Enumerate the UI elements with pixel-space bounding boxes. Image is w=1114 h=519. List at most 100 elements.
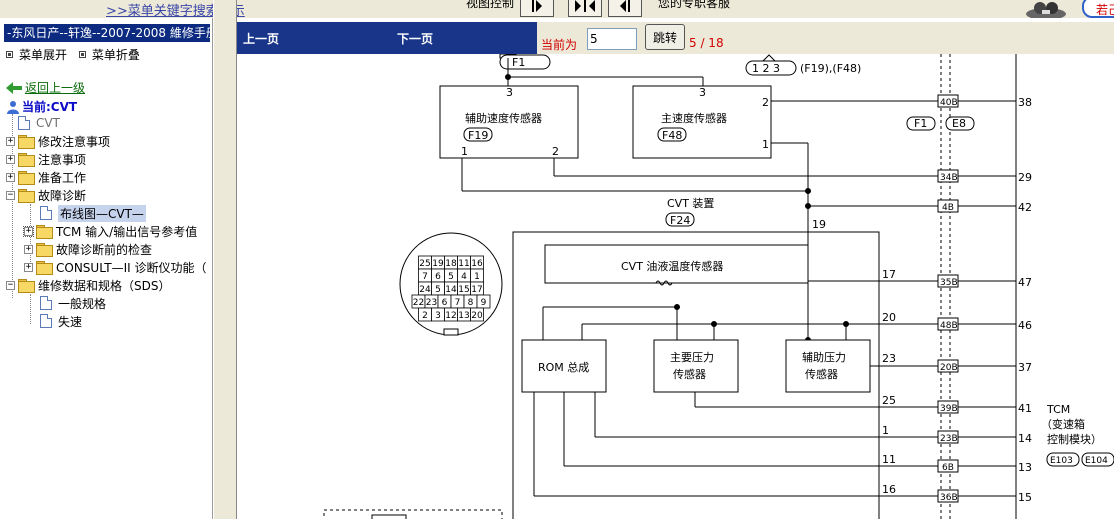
aux-speed-sensor-label: 辅助速度传感器 (465, 111, 542, 125)
terminal-tag-6b: 6B (937, 459, 959, 473)
cvt-unit-code: F24 (670, 214, 690, 227)
fit-arrows-icon (575, 0, 595, 12)
pin-cell-label: 6 (435, 272, 441, 282)
menu-collapse-button[interactable]: 菜单折叠 (78, 46, 140, 63)
expand-plus-icon[interactable]: + (6, 171, 15, 182)
pin-label: 2 (552, 145, 559, 158)
folder-icon (18, 153, 35, 167)
expand-plus-icon[interactable]: + (24, 243, 33, 254)
pin-label: 11 (882, 453, 896, 466)
tree-line (30, 294, 31, 324)
svg-text:48B: 48B (940, 321, 958, 331)
view-fit-button[interactable] (568, 0, 602, 17)
top-strip: >>菜单关键字搜索演示 视图控制 您的专职客服 若己 (0, 0, 1114, 18)
tree-item-tcm-signals[interactable]: +TCM 输入/输出信号参考值 (23, 224, 198, 239)
aux-pressure-sensor-box (785, 339, 871, 393)
back-link[interactable]: 返回上一级 (6, 79, 85, 96)
round-connector-key (443, 328, 459, 336)
aux-pressure-sensor-label: 辅助压力 (802, 350, 846, 364)
tcm-pin-number: 47 (1018, 276, 1032, 289)
terminal-tag-39b: 39B (937, 400, 959, 414)
pin-cell-label: 19 (432, 259, 444, 269)
expand-plus-icon[interactable]: + (6, 135, 15, 146)
current-node: 当前:CVT (6, 98, 77, 115)
cvt-unit-box (512, 231, 880, 519)
tcm-pin-number: 29 (1018, 171, 1032, 184)
search-demo-link[interactable]: >>菜单关键字搜索演示 (106, 4, 245, 18)
document-icon (18, 116, 30, 130)
jump-button[interactable]: 跳转 (645, 24, 685, 50)
tree-item-cvt[interactable]: CVT (6, 114, 60, 132)
left-nav-panel: -东风日产--轩逸--2007-2008 維修手册 菜单展开 菜单折叠 返回上一… (0, 18, 213, 519)
folder-open-icon (18, 279, 35, 293)
right-connector-e8: E8 (952, 117, 966, 130)
service-text: 您的专职客服 (658, 0, 731, 10)
junction-dot (505, 74, 511, 80)
svg-text:34B: 34B (940, 173, 958, 183)
menu-expand-button[interactable]: 菜单展开 (6, 46, 67, 63)
main-pressure-sensor-label-2: 传感器 (673, 368, 706, 381)
folder-icon (36, 225, 53, 239)
tcm-pin-number: 15 (1018, 491, 1032, 504)
tree-item-wiring-diagram[interactable]: 布线图—CVT— (40, 204, 146, 222)
document-icon (40, 206, 52, 220)
pin-label: 17 (882, 268, 896, 281)
pin-label: 20 (882, 311, 896, 324)
current-page-label: 当前为 (541, 38, 578, 52)
tree-item-consult[interactable]: +CONSULT—II 诊断仪功能（ (24, 260, 207, 275)
page-number-input[interactable] (587, 28, 637, 50)
tree-item-sds[interactable]: −维修数据和规格（SDS） (6, 278, 171, 293)
tree-item-stall[interactable]: 失速 (40, 312, 82, 330)
tree-item-diagnosis[interactable]: −故障诊断 (6, 188, 87, 203)
expand-plus-icon[interactable]: + (24, 261, 33, 272)
view-next-button[interactable] (608, 0, 642, 17)
pin-cell-label: 24 (419, 285, 431, 295)
tree-line (30, 204, 31, 272)
prev-page-link[interactable]: 上一页 (243, 32, 280, 46)
pin-label: 19 (812, 218, 826, 231)
pin-cell-label: 7 (422, 272, 428, 282)
mascot-icon (1026, 2, 1066, 18)
folder-icon (36, 261, 53, 275)
f1-top-connector (499, 54, 551, 70)
tcm-label-3: 控制模块） (1047, 432, 1102, 446)
folder-open-icon (18, 189, 35, 203)
pin-cell-label: 5 (448, 272, 454, 282)
pin-cell-label: 13 (458, 311, 469, 321)
right-connector-f1: F1 (914, 117, 927, 130)
pin-cell-label: 11 (458, 259, 469, 269)
tree-item-notes[interactable]: +注意事项 (6, 152, 87, 167)
tree-item-pre-check[interactable]: +故障诊断前的检查 (24, 242, 153, 257)
collapse-minus-icon[interactable]: − (6, 279, 15, 290)
view-prev-button[interactable] (520, 0, 554, 17)
oil-temp-sensor-box (544, 244, 809, 284)
main-pressure-sensor-label: 主要压力 (670, 351, 714, 364)
collapse-minus-icon[interactable]: − (6, 189, 15, 200)
junction-dot (805, 188, 811, 194)
pin-cell-label: 12 (445, 311, 456, 321)
expand-plus-icon[interactable]: + (6, 153, 15, 164)
thermistor-icon (655, 280, 673, 286)
expand-plus-icon[interactable]: + (23, 225, 34, 237)
manual-title: -东风日产--轩逸--2007-2008 維修手册 (4, 24, 210, 42)
e8-connector (945, 116, 975, 131)
collapse-icon (78, 51, 86, 58)
connector-f1-label: F1 (512, 56, 525, 69)
connector-refs-label: (F19),(F48) (800, 62, 861, 75)
arrow-left-icon (620, 0, 630, 12)
tree-item-modify-notes[interactable]: +修改注意事项 (6, 134, 111, 149)
tcm-pin-number: 37 (1018, 361, 1032, 374)
corner-badge[interactable]: 若己 (1082, 0, 1114, 18)
f19-connector (463, 127, 493, 142)
pin-label: 3 (699, 86, 706, 99)
document-icon (40, 296, 52, 310)
svg-text:23B: 23B (940, 434, 958, 444)
tree-item-preparation[interactable]: +准备工作 (6, 170, 87, 185)
tcm-pin-number: 38 (1018, 96, 1032, 109)
tcm-label: TCM (1046, 403, 1070, 416)
tree-item-general-specs[interactable]: 一般规格 (40, 294, 106, 312)
next-page-link[interactable]: 下一页 (397, 32, 434, 46)
panel-splitter[interactable] (213, 0, 237, 519)
e103-connector (1046, 452, 1080, 467)
